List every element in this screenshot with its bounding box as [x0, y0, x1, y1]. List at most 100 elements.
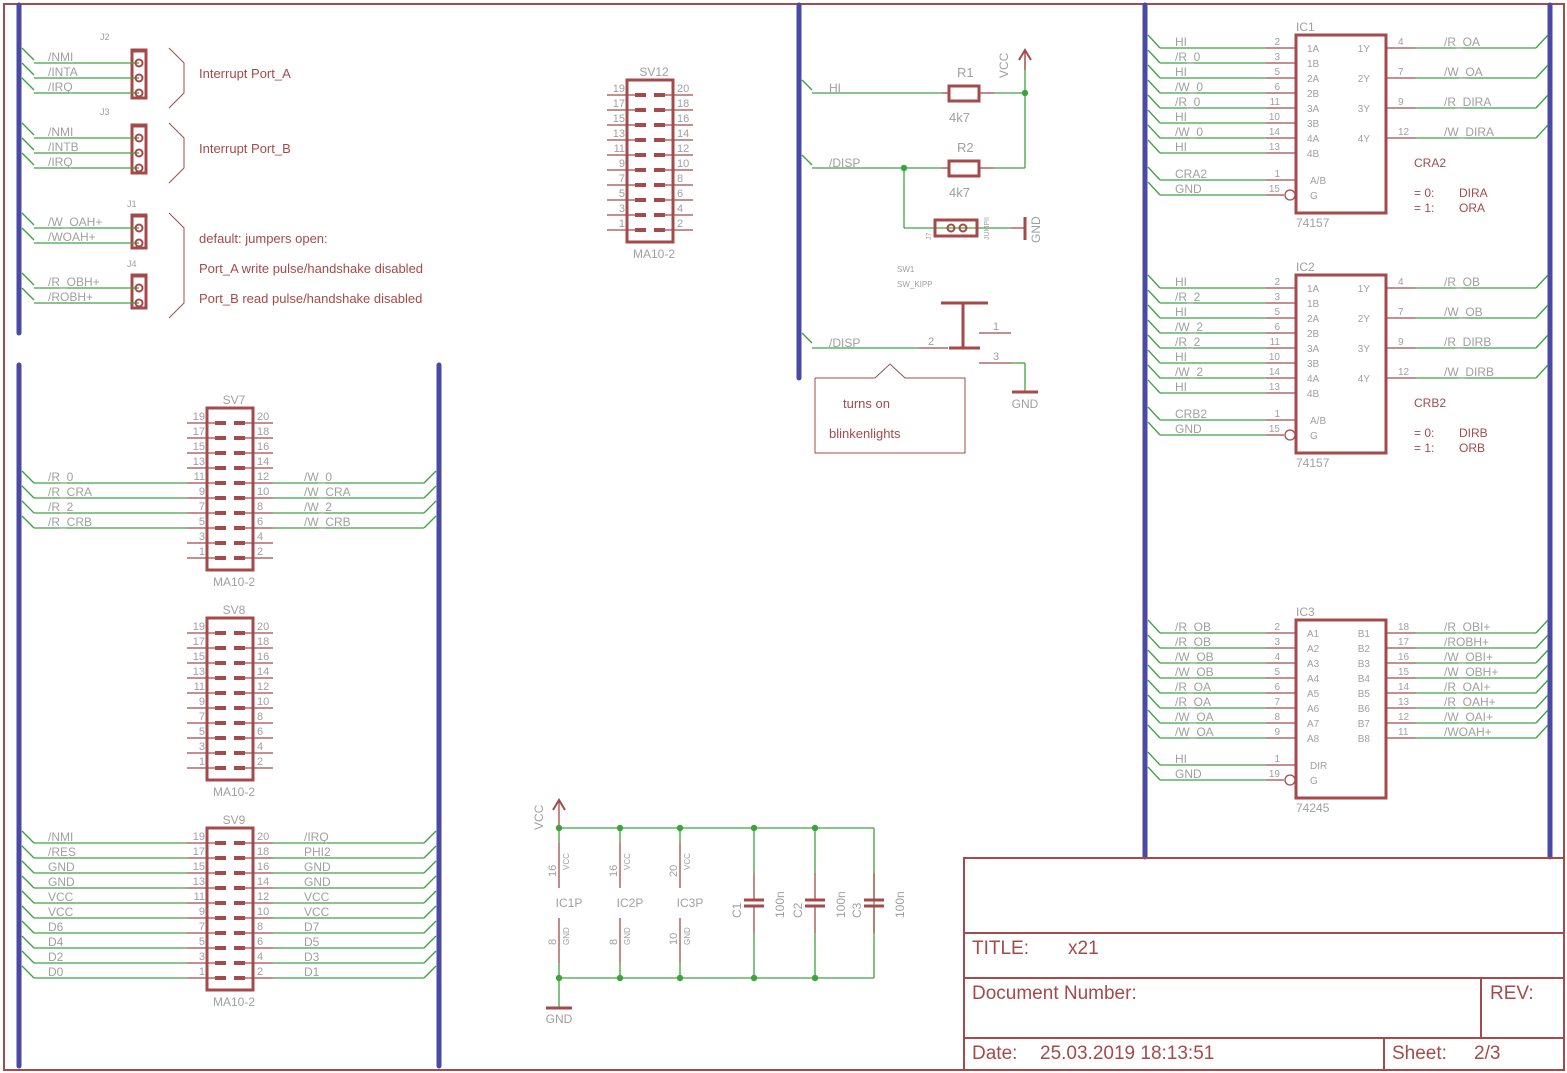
pin-pad: [215, 766, 226, 770]
signal-label: /R_0: [1175, 95, 1201, 109]
pin-number: 2: [257, 756, 263, 768]
signal-label: /IRQ: [48, 80, 73, 94]
pin-number: 9: [1398, 97, 1404, 108]
signal-label: /R_OBH+: [48, 275, 100, 289]
signal-label: /NMI: [48, 830, 73, 844]
signal-label: /WOAH+: [48, 230, 96, 244]
pin-number: 13: [193, 876, 205, 888]
jumper-j7-body: [933, 218, 979, 238]
pin-number: 5: [1274, 307, 1280, 318]
pin-number: 13: [1269, 382, 1281, 393]
signal-label: /W_OA: [1175, 710, 1214, 724]
pin-number: 1: [1274, 754, 1280, 765]
pin-pad: [215, 706, 226, 710]
signal-label: /W_0: [1175, 125, 1203, 139]
pin-pad: [654, 138, 665, 142]
pin-number: 1: [199, 546, 205, 558]
pin-name: G: [1310, 431, 1318, 442]
pin-number: 1: [619, 218, 625, 230]
signal-label: D1: [304, 965, 320, 979]
pin-name: 2Y: [1358, 74, 1371, 85]
pin-pad: [215, 961, 226, 965]
resistor-value: 4k7: [949, 185, 970, 200]
pin-pad: [215, 946, 226, 950]
pin-name: VCC: [683, 853, 692, 870]
signal-label: HI: [1175, 65, 1187, 79]
net-label: /DISP: [829, 336, 860, 350]
pin-number: 2: [257, 546, 263, 558]
title-label: TITLE:: [972, 938, 1030, 959]
header-name: SV8: [223, 603, 246, 617]
pin-number: 12: [1398, 712, 1410, 723]
pin-number: 19: [613, 83, 625, 95]
pin-number: 14: [257, 456, 269, 468]
signal-label: /W_OAH+: [48, 215, 102, 229]
header-type: MA10-2: [213, 575, 255, 589]
pin-pad: [234, 661, 245, 665]
pin-number: 15: [1398, 667, 1410, 678]
pin-number: 13: [613, 128, 625, 140]
pin-name: 1A: [1307, 44, 1320, 55]
pin-number: 5: [1274, 67, 1280, 78]
pin-number: 15: [1269, 424, 1281, 435]
bus-entry: [21, 212, 35, 226]
signal-label: D7: [304, 920, 320, 934]
pin-number: 8: [1274, 712, 1280, 723]
pin-name: B1: [1358, 629, 1371, 640]
bus-entry: [423, 890, 437, 904]
signal-label: /INTB: [48, 140, 79, 154]
pin-number: 2: [928, 336, 934, 348]
pin-number: 3: [199, 531, 205, 543]
pin-number: 17: [613, 98, 625, 110]
pin-number: 13: [1398, 697, 1410, 708]
pin-number: 15: [193, 441, 205, 453]
pin-pad: [215, 496, 226, 500]
pin-number: 19: [193, 831, 205, 843]
pin-number: 16: [547, 865, 559, 877]
pin-name: A2: [1307, 644, 1320, 655]
pin-pad: [215, 436, 226, 440]
header-name: SV7: [223, 393, 246, 407]
signal-label: HI: [1175, 110, 1187, 124]
pin-pad: [654, 198, 665, 202]
bus-entry: [1147, 364, 1161, 379]
pin-number: 3: [199, 951, 205, 963]
signal-label: /R_CRB: [48, 515, 92, 529]
title-block-border: [963, 857, 1565, 1071]
pin-name: 4A: [1307, 134, 1320, 145]
pin-name: B2: [1358, 644, 1371, 655]
pin-number: 11: [614, 143, 625, 155]
bus-entry: [1147, 124, 1161, 139]
pin-pad: [234, 946, 245, 950]
sheet-value: 2/3: [1474, 1043, 1501, 1064]
pin-pad: [234, 886, 245, 890]
signal-label: /W_DIRA: [1444, 125, 1494, 139]
bus-entry: [21, 845, 35, 859]
bus-entry: [1147, 109, 1161, 124]
bus-entry: [21, 875, 35, 889]
pin-pad: [215, 631, 226, 635]
resistor-name: R2: [957, 140, 974, 155]
pin-number: 11: [1398, 727, 1409, 738]
signal-label: /W_0: [1175, 80, 1203, 94]
pin-name: G: [1310, 776, 1318, 787]
bus-entry: [1535, 94, 1549, 109]
pin-name: G: [1310, 191, 1318, 202]
signal-label: /W_2: [304, 500, 332, 514]
bus-entry: [423, 950, 437, 964]
signal-label: /WOAH+: [1444, 725, 1492, 739]
bus-entry: [1535, 649, 1549, 664]
pin-name: 1A: [1307, 284, 1320, 295]
signal-label: CRA2: [1175, 167, 1207, 181]
pin-pad: [654, 168, 665, 172]
signal-label: VCC: [48, 905, 74, 919]
bus-entry: [21, 920, 35, 934]
signal-label: /RES: [48, 845, 76, 859]
jumper-j3: J3/NMI/INTB/IRQ: [21, 107, 148, 175]
pin-number: 8: [677, 173, 683, 185]
bus-entry: [423, 860, 437, 874]
signal-label: /NMI: [48, 125, 73, 139]
pin-name: 3Y: [1358, 104, 1371, 115]
